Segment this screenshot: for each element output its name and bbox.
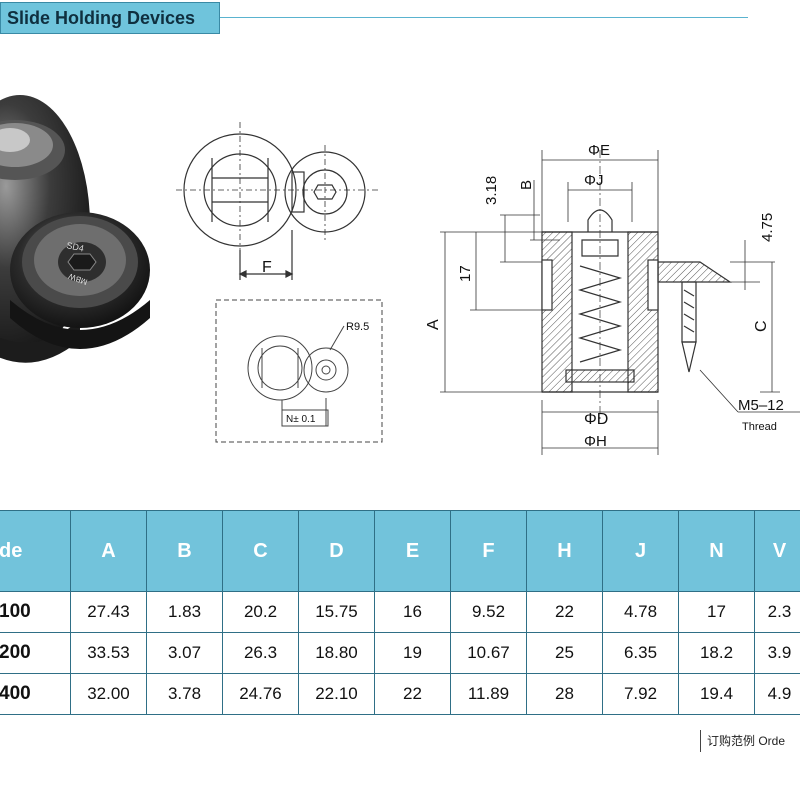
cell-v: 2.3	[754, 591, 800, 633]
cell-d: 18.80	[298, 632, 375, 674]
cell-code: 200	[0, 632, 71, 674]
detail-view-drawing	[215, 299, 383, 443]
label-phi-e: ΦE	[588, 142, 610, 159]
svg-text:SD4: SD4	[66, 240, 85, 253]
label-r95: R9.5	[346, 321, 369, 333]
label-c: C	[753, 320, 770, 332]
cell-b: 3.07	[146, 632, 223, 674]
cell-n: 19.4	[678, 673, 755, 715]
title-rule	[220, 17, 748, 18]
cell-f: 11.89	[450, 673, 527, 715]
product-photo: SD4 MBW	[0, 95, 150, 363]
cell-c: 20.2	[222, 591, 299, 633]
header-c: C	[222, 510, 299, 592]
cell-e: 22	[374, 673, 451, 715]
section-title: Slide Holding Devices	[7, 7, 196, 28]
header-b: B	[146, 510, 223, 592]
top-view-drawing	[176, 122, 378, 280]
label-a: A	[425, 319, 442, 330]
cell-c: 24.76	[222, 673, 299, 715]
header-h: H	[526, 510, 603, 592]
cell-j: 6.35	[602, 632, 679, 674]
cell-n: 18.2	[678, 632, 755, 674]
order-example-label: 订购范例 Orde	[700, 730, 785, 752]
label-thread: Thread	[742, 421, 777, 433]
label-17: 17	[457, 265, 474, 282]
cell-j: 4.78	[602, 591, 679, 633]
header-n: N	[678, 510, 755, 592]
table-header-row: de A B C D E F H J N V	[0, 510, 800, 592]
label-phi-d: ΦD	[584, 411, 608, 428]
cell-h: 25	[526, 632, 603, 674]
header-v: V	[754, 510, 800, 592]
cell-d: 22.10	[298, 673, 375, 715]
label-475: 4.75	[759, 213, 776, 242]
cell-code: 100	[0, 591, 71, 633]
label-phi-j: ΦJ	[584, 172, 603, 189]
spec-table: de A B C D E F H J N V 100 27.43 1.83 20…	[0, 510, 800, 715]
cell-b: 3.78	[146, 673, 223, 715]
header-code: de	[0, 510, 71, 592]
header-f: F	[450, 510, 527, 592]
cell-v: 3.9	[754, 632, 800, 674]
cell-e: 16	[374, 591, 451, 633]
cell-c: 26.3	[222, 632, 299, 674]
header-a: A	[70, 510, 147, 592]
header-j: J	[602, 510, 679, 592]
cell-b: 1.83	[146, 591, 223, 633]
table-row: 100 27.43 1.83 20.2 15.75 16 9.52 22 4.7…	[0, 591, 800, 633]
section-title-bar: Slide Holding Devices	[0, 2, 220, 34]
label-n01: N± 0.1	[286, 414, 316, 425]
cell-f: 10.67	[450, 632, 527, 674]
header-d: D	[298, 510, 375, 592]
cell-a: 33.53	[70, 632, 147, 674]
cell-e: 19	[374, 632, 451, 674]
cell-d: 15.75	[298, 591, 375, 633]
cell-h: 22	[526, 591, 603, 633]
cell-v: 4.9	[754, 673, 800, 715]
illustration-area: SD4 MBW F R9.5	[0, 95, 800, 455]
header-e: E	[374, 510, 451, 592]
label-b: B	[518, 180, 535, 190]
cell-code: 400	[0, 673, 71, 715]
section-view-drawing	[440, 150, 800, 455]
cell-a: 32.00	[70, 673, 147, 715]
label-f: F	[262, 259, 272, 276]
table-row: 200 33.53 3.07 26.3 18.80 19 10.67 25 6.…	[0, 632, 800, 674]
cell-h: 28	[526, 673, 603, 715]
cell-j: 7.92	[602, 673, 679, 715]
label-318: 3.18	[483, 176, 500, 205]
label-phi-h: ΦH	[584, 433, 607, 450]
table-row: 400 32.00 3.78 24.76 22.10 22 11.89 28 7…	[0, 673, 800, 715]
cell-n: 17	[678, 591, 755, 633]
cell-a: 27.43	[70, 591, 147, 633]
label-m512: M5–12	[738, 397, 784, 414]
cell-f: 9.52	[450, 591, 527, 633]
